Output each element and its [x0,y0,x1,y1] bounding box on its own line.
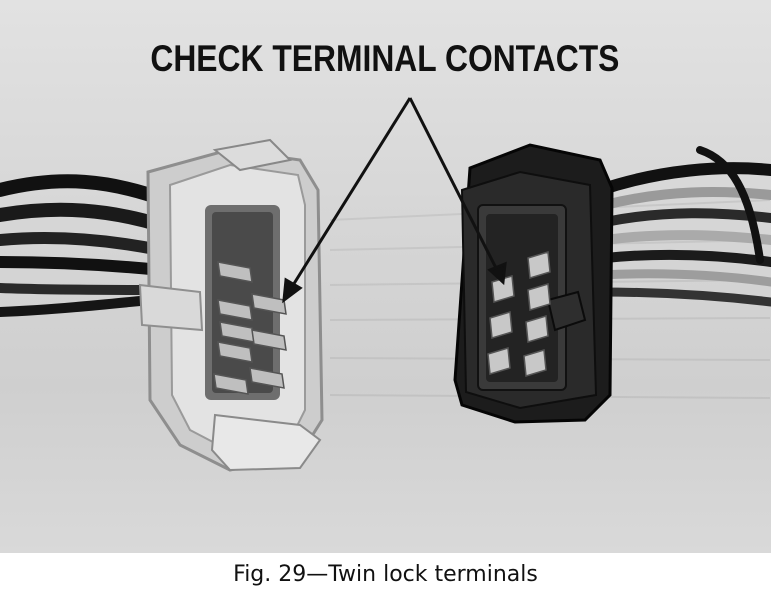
right-connector [453,143,614,424]
connector-photo: CHECK TERMINAL CONTACTS [0,0,771,553]
left-connector [138,138,324,472]
figure-caption: Fig. 29—Twin lock terminals [233,562,538,587]
callout-arrows [282,97,507,304]
right-wire-bundle [594,146,771,307]
left-wire-bundle [0,174,172,317]
right-terminals [487,251,551,377]
left-terminals [213,261,287,395]
callout-label: CHECK TERMINAL CONTACTS [150,38,620,79]
